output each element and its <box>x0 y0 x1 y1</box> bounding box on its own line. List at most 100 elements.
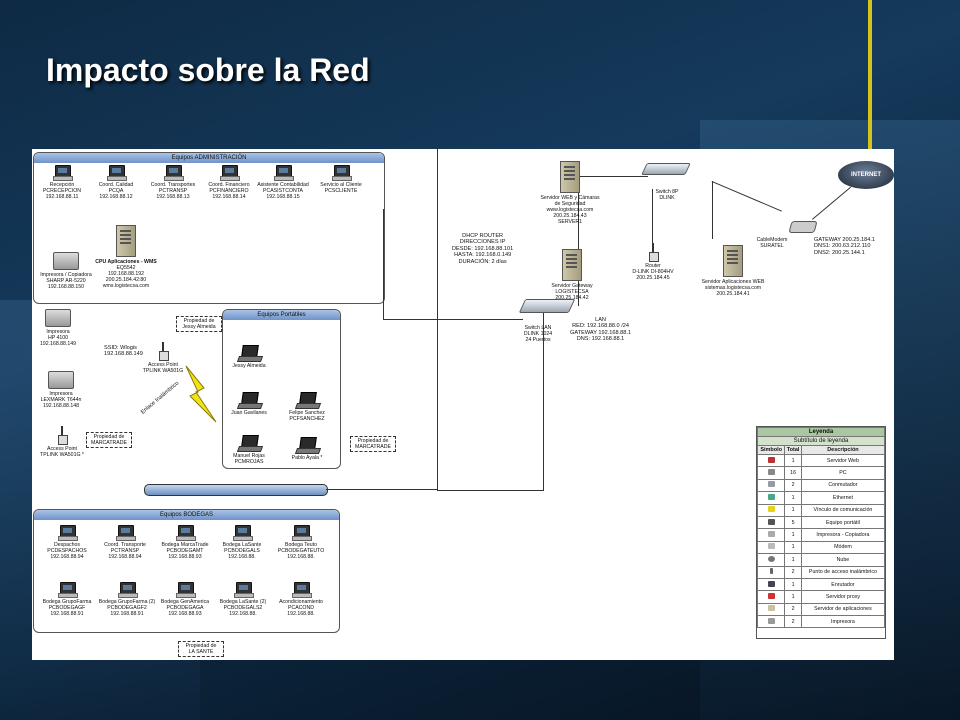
legend-title: Leyenda <box>757 427 885 437</box>
node-url: www.logistecsa.com <box>546 207 594 213</box>
comm-link-icon <box>767 506 775 513</box>
node-host: PCQA <box>108 188 124 194</box>
laptop-icon <box>294 437 322 454</box>
node-host: TPLINK WA501G <box>142 368 184 374</box>
node-host: PCTRANSP <box>158 188 188 194</box>
pc-icon <box>291 582 312 598</box>
link-line <box>578 176 648 177</box>
node-label: Acondicionamiento <box>279 599 323 605</box>
laptop-icon <box>767 518 775 525</box>
modem-icon <box>767 543 775 550</box>
pc-icon <box>57 582 78 598</box>
node-host: PCRECEPCION <box>42 188 82 194</box>
pc-icon <box>57 525 78 541</box>
laptop-icon <box>236 435 264 452</box>
server-icon <box>562 249 582 281</box>
node-ip: 192.168.88.15 <box>266 194 300 200</box>
laptop-icon <box>236 392 264 409</box>
legend: Leyenda Subtítulo de leyenda Símbolo Tot… <box>756 426 886 639</box>
node-label: Access Point <box>47 446 77 452</box>
node-label: Bodega LaSante (2) <box>219 599 267 605</box>
laptop-node: Jessy Almeida <box>224 345 274 369</box>
node-ip: 200.25.184.41 <box>716 291 750 297</box>
access-point-icon <box>159 342 169 361</box>
node-ip: 192.168.88.14 <box>212 194 246 200</box>
node-label: de Seguridad <box>554 201 586 207</box>
legend-header: Símbolo <box>756 445 786 455</box>
node-host: PCDESPACHOS <box>47 548 87 554</box>
pc-icon <box>163 165 184 181</box>
slide-title: Impacto sobre la Red <box>46 52 370 88</box>
node-ip: 192.168.88. <box>287 611 315 617</box>
laptop-node: Juan Gavilanes <box>224 392 274 416</box>
node-label: Switch LAN <box>524 325 552 331</box>
pc-icon <box>291 525 312 541</box>
node-label: Bodega GrupoFarma (2) <box>98 599 156 605</box>
node-host: D-LINK DI-804HV <box>632 269 674 275</box>
node-host: PCFINANCIERO <box>209 188 249 194</box>
app-server-icon <box>767 605 775 612</box>
zone-admin-header: Equipos ADMINISTRACIÓN <box>34 153 384 163</box>
node-ip: 192.168.88. <box>287 554 315 560</box>
node-host: PCTRANSP <box>110 548 140 554</box>
node-ip: 192.168.88.93 <box>168 554 202 560</box>
node-ip: 192.168.88.91 <box>110 611 144 617</box>
node-label: Juan Gavilanes <box>231 410 267 416</box>
cloud-label: INTERNET <box>851 172 881 178</box>
printer-icon <box>48 371 74 389</box>
node-host: PCBODEGATEUTO <box>277 548 325 554</box>
node-label: Bodega GrupoFarma <box>42 599 92 605</box>
node-host: EQ5542 <box>116 265 136 271</box>
node-label: Jessy Almeida <box>232 363 266 369</box>
node-ip: 192.168.88.149 <box>39 341 77 347</box>
node-ip: 200.25.184.42 <box>555 295 589 301</box>
web-server-icon <box>767 456 775 463</box>
link-line <box>812 186 851 220</box>
node-label: Servidor Aplicaciones WEB <box>701 279 765 285</box>
node-ip: 200.25.184.42:80 <box>105 277 147 283</box>
pc-icon <box>767 469 775 476</box>
pc-icon <box>233 582 254 598</box>
printer-icon <box>45 309 71 327</box>
pc-icon <box>115 525 136 541</box>
node-host: PCMROJAS <box>234 459 264 465</box>
node-label: Coord. Financiero <box>208 182 250 188</box>
legend-header: Total <box>784 445 802 455</box>
node-label: Coord. Calidad <box>98 182 134 188</box>
node-host: SERVER1 <box>557 219 583 225</box>
pc-icon <box>273 165 294 181</box>
node-ip: 192.168.88.93 <box>168 611 202 617</box>
wireless-link-label: Enlace Inalámbrico <box>140 380 181 416</box>
node-host: LEXMARK T644n <box>40 397 82 403</box>
pc-icon <box>331 165 352 181</box>
ethernet-icon <box>767 493 775 500</box>
node-host: PCFSANCHEZ <box>289 416 325 422</box>
router-icon <box>649 243 659 262</box>
legend-subtitle: Subtítulo de leyenda <box>757 436 885 446</box>
node-host: DLINK 1024 <box>523 331 553 337</box>
proxy-server-icon <box>767 592 775 599</box>
node-ip: 192.168.88.150 <box>47 284 85 290</box>
node-label: Bodega GenAmerica <box>160 599 210 605</box>
switch-8p-icon <box>641 163 691 175</box>
link-line <box>578 176 579 306</box>
node-url: wms.logistecsa.com <box>102 283 150 289</box>
